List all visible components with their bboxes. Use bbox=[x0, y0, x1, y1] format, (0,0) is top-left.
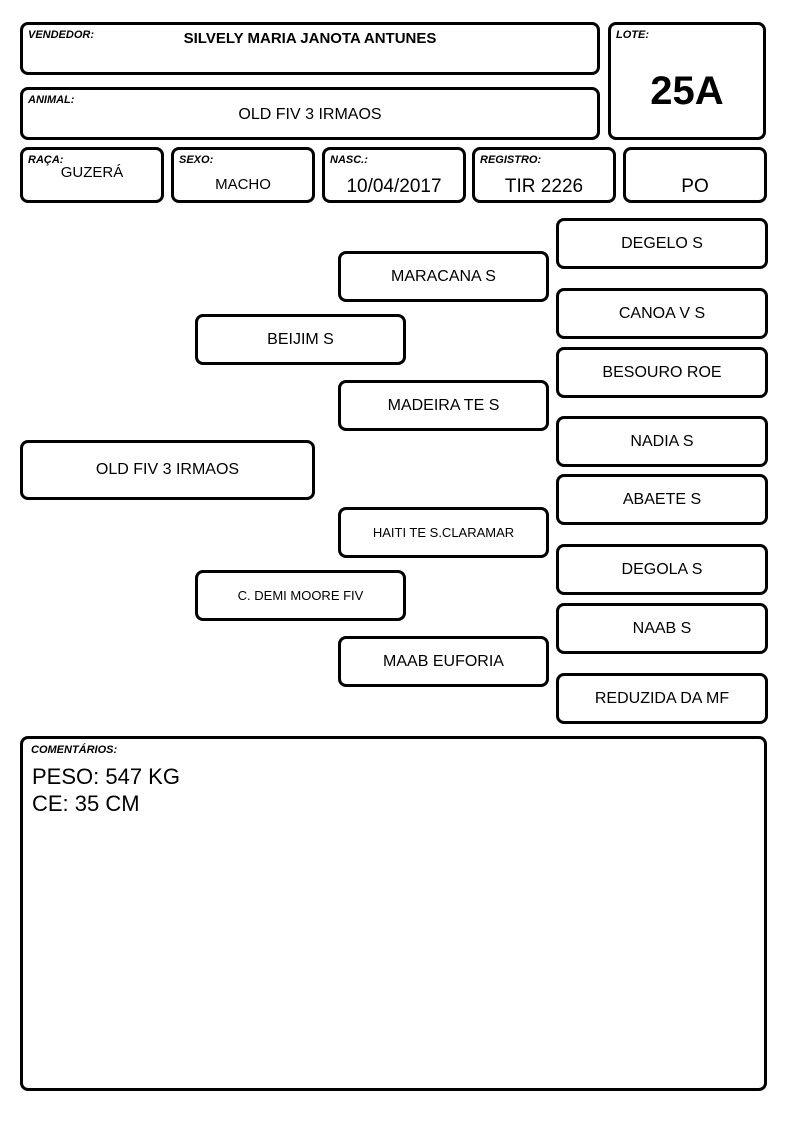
pedigree-dam-dam-label: MAAB EUFORIA bbox=[383, 652, 504, 670]
registro-value: TIR 2226 bbox=[504, 176, 584, 197]
pedigree-ggp-2: CANOA V S bbox=[556, 288, 768, 339]
animal-box: ANIMAL: OLD FIV 3 IRMAOS bbox=[20, 87, 600, 140]
pedigree-sire: BEIJIM S bbox=[195, 314, 406, 365]
nasc-box: NASC.: 10/04/2017 bbox=[322, 147, 466, 203]
raca-label: RAÇA: bbox=[28, 154, 64, 166]
pedigree-ggp-5: ABAETE S bbox=[556, 474, 768, 525]
pedigree-ggp-5-label: ABAETE S bbox=[622, 490, 702, 508]
pedigree-dam-label: C. DEMI MOORE FIV bbox=[237, 588, 364, 603]
pedigree-dam-sire-label: HAITI TE S.CLARAMAR bbox=[372, 525, 515, 540]
pedigree-ggp-4: NADIA S bbox=[556, 416, 768, 467]
pedigree-ggp-8-label: REDUZIDA DA MF bbox=[594, 689, 730, 707]
vendedor-label: VENDEDOR: bbox=[28, 29, 95, 41]
categoria-value: PO bbox=[681, 176, 709, 197]
nasc-value: 10/04/2017 bbox=[346, 176, 442, 197]
pedigree-ggp-3-label: BESOURO ROE bbox=[602, 363, 722, 381]
lote-label: LOTE: bbox=[616, 29, 649, 41]
pedigree-ggp-2-label: CANOA V S bbox=[618, 304, 706, 322]
pedigree-ggp-6: DEGOLA S bbox=[556, 544, 768, 595]
pedigree-ggp-7-label: NAAB S bbox=[632, 619, 692, 637]
vendedor-box: VENDEDOR: SILVELY MARIA JANOTA ANTUNES bbox=[20, 22, 600, 75]
pedigree-sire-dam: MADEIRA TE S bbox=[338, 380, 549, 431]
pedigree-animal: OLD FIV 3 IRMAOS bbox=[20, 440, 315, 500]
registro-box: REGISTRO: TIR 2226 bbox=[472, 147, 616, 203]
pedigree-sire-label: BEIJIM S bbox=[267, 330, 334, 348]
sexo-value: MACHO bbox=[215, 176, 271, 193]
pedigree-dam: C. DEMI MOORE FIV bbox=[195, 570, 406, 621]
pedigree-ggp-4-label: NADIA S bbox=[630, 432, 694, 450]
pedigree-ggp-6-label: DEGOLA S bbox=[621, 560, 703, 578]
registro-label: REGISTRO: bbox=[480, 154, 542, 166]
comment-line-weight: PESO: 547 KG bbox=[32, 764, 180, 789]
animal-label: ANIMAL: bbox=[28, 94, 75, 106]
raca-value: GUZERÁ bbox=[60, 164, 124, 181]
pedigree-ggp-3: BESOURO ROE bbox=[556, 347, 768, 398]
pedigree-animal-label: OLD FIV 3 IRMAOS bbox=[95, 461, 240, 478]
comment-line-scrotal: CE: 35 CM bbox=[32, 791, 140, 816]
animal-value: OLD FIV 3 IRMAOS bbox=[238, 106, 382, 123]
pedigree-sire-dam-label: MADEIRA TE S bbox=[387, 396, 500, 414]
categoria-box: PO bbox=[623, 147, 767, 203]
nasc-label: NASC.: bbox=[330, 154, 368, 166]
sexo-label: SEXO: bbox=[179, 154, 214, 166]
comments-box: COMENTÁRIOS: PESO: 547 KG CE: 35 CM bbox=[20, 736, 767, 1091]
sexo-box: SEXO: MACHO bbox=[171, 147, 315, 203]
pedigree-sire-sire: MARACANA S bbox=[338, 251, 549, 302]
comments-label: COMENTÁRIOS: bbox=[31, 744, 118, 756]
raca-box: RAÇA: GUZERÁ bbox=[20, 147, 164, 203]
pedigree-sire-sire-label: MARACANA S bbox=[391, 267, 496, 285]
pedigree-dam-sire: HAITI TE S.CLARAMAR bbox=[338, 507, 549, 558]
lote-value: 25A bbox=[650, 69, 724, 113]
comments-body: PESO: 547 KG CE: 35 CM bbox=[32, 763, 180, 817]
lote-box: LOTE: 25A bbox=[608, 22, 766, 140]
vendedor-value: SILVELY MARIA JANOTA ANTUNES bbox=[183, 30, 437, 47]
pedigree-ggp-7: NAAB S bbox=[556, 603, 768, 654]
pedigree-ggp-8: REDUZIDA DA MF bbox=[556, 673, 768, 724]
pedigree-ggp-1: DEGELO S bbox=[556, 218, 768, 269]
pedigree-dam-dam: MAAB EUFORIA bbox=[338, 636, 549, 687]
pedigree-ggp-1-label: DEGELO S bbox=[621, 234, 703, 252]
